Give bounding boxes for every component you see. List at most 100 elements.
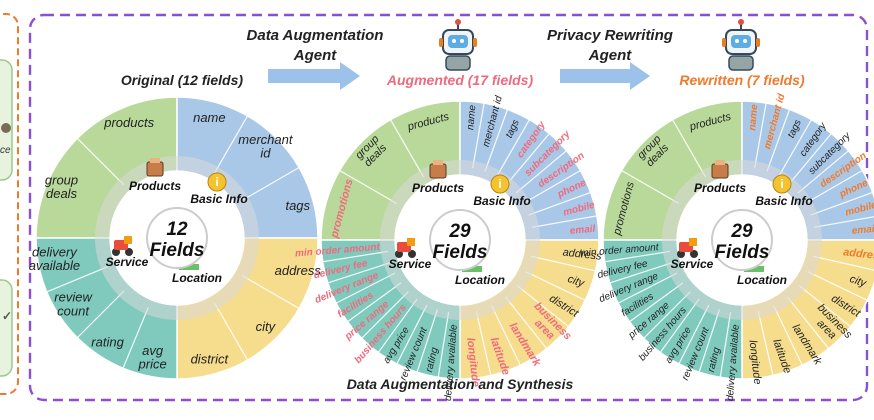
center-unit: Fields — [715, 242, 770, 263]
field-divider — [757, 311, 774, 376]
field-divider — [659, 298, 700, 353]
category-label-products: Products — [129, 179, 181, 193]
field-divider — [531, 255, 596, 272]
products-icon — [429, 160, 447, 179]
agent1-line1: Data Augmentation — [247, 27, 384, 44]
field-divider — [787, 296, 830, 350]
left-panel-mark: ✓ — [2, 309, 12, 323]
category-label-location: Location — [172, 271, 222, 285]
field-divider — [389, 119, 425, 178]
field-divider — [491, 305, 521, 366]
basic-icon: i — [772, 174, 792, 194]
wheel-title-augmented: Augmented (17 fields) — [386, 72, 534, 88]
field-label: products — [103, 115, 154, 130]
robot-icon — [722, 19, 760, 71]
center-circle — [711, 209, 773, 271]
field-divider — [495, 119, 531, 178]
category-label-basic: Basic Info — [473, 194, 530, 208]
field-divider — [339, 169, 398, 205]
sector-location — [741, 239, 874, 380]
field-divider — [335, 272, 396, 304]
basic-icon: i — [490, 174, 510, 194]
field-divider — [766, 109, 791, 172]
field-divider — [719, 312, 732, 378]
field-divider — [617, 272, 678, 304]
robot-icon — [439, 19, 477, 71]
sector-products — [602, 100, 743, 241]
field-label: longitude — [464, 337, 481, 388]
agent2-line1: Privacy Rewriting — [547, 27, 673, 44]
sector-products — [320, 100, 461, 241]
field-divider — [678, 304, 710, 365]
svg-text:i: i — [215, 175, 218, 189]
agent-label-privacy: Privacy Rewriting Agent — [547, 27, 673, 64]
category-label-service: Service — [106, 255, 149, 269]
category-label-products: Products — [694, 181, 746, 195]
field-label: tags — [285, 198, 310, 213]
field-label: address — [562, 246, 603, 262]
field-divider — [528, 191, 591, 216]
field-divider — [797, 150, 849, 194]
left-panel: ce ✓ — [0, 13, 19, 395]
field-divider — [604, 250, 670, 263]
left-panel-icon — [1, 123, 11, 133]
field-divider — [522, 169, 581, 205]
inner-ring — [662, 160, 822, 320]
category-label-basic: Basic Info — [190, 192, 247, 206]
center-circle — [146, 207, 208, 269]
field-divider — [807, 271, 868, 301]
sector-location — [176, 237, 319, 380]
field-divider — [361, 291, 409, 339]
center-circle — [429, 209, 491, 271]
field-label: city — [566, 273, 587, 290]
category-label-service: Service — [671, 257, 714, 271]
field-divider — [505, 296, 548, 350]
field-divider — [813, 255, 874, 271]
arrow-augment — [268, 62, 360, 90]
left-panel-card-top — [0, 59, 13, 181]
field-label: email — [851, 224, 874, 237]
field-divider — [475, 311, 492, 376]
arrow-rewrite — [560, 62, 650, 90]
svg-text:i: i — [498, 177, 501, 191]
basic-icon: i — [207, 172, 227, 192]
field-label: address — [275, 263, 322, 278]
field-divider — [754, 103, 767, 169]
field-divider — [804, 169, 863, 205]
field-divider — [515, 150, 567, 194]
field-divider — [347, 282, 402, 323]
field-divider — [437, 312, 450, 378]
agent-label-augmentation: Data Augmentation Agent — [247, 27, 384, 64]
field-label: email — [569, 224, 596, 237]
field-divider — [773, 305, 803, 366]
field-divider — [788, 133, 832, 185]
field-divider — [698, 309, 721, 373]
field-divider — [671, 119, 707, 178]
products-icon — [146, 158, 164, 177]
center-count: 29 — [448, 221, 471, 242]
field-label: name — [747, 104, 760, 131]
category-label-basic: Basic Info — [755, 194, 812, 208]
wheel-title-original: Original (12 fields) — [121, 72, 243, 88]
category-label-location: Location — [737, 273, 787, 287]
field-divider — [525, 271, 586, 301]
field-divider — [416, 309, 439, 373]
field-divider — [629, 282, 684, 323]
field-divider — [798, 285, 852, 328]
field-divider — [472, 103, 485, 169]
field-divider — [213, 115, 249, 174]
left-panel-card-bottom — [0, 279, 13, 377]
center-unit: Fields — [150, 240, 205, 261]
field-divider — [813, 216, 874, 228]
category-label-service: Service — [389, 257, 432, 271]
center-count: 29 — [730, 221, 753, 242]
field-divider — [777, 119, 813, 178]
field-divider — [377, 298, 418, 353]
field-label: district — [191, 351, 230, 366]
